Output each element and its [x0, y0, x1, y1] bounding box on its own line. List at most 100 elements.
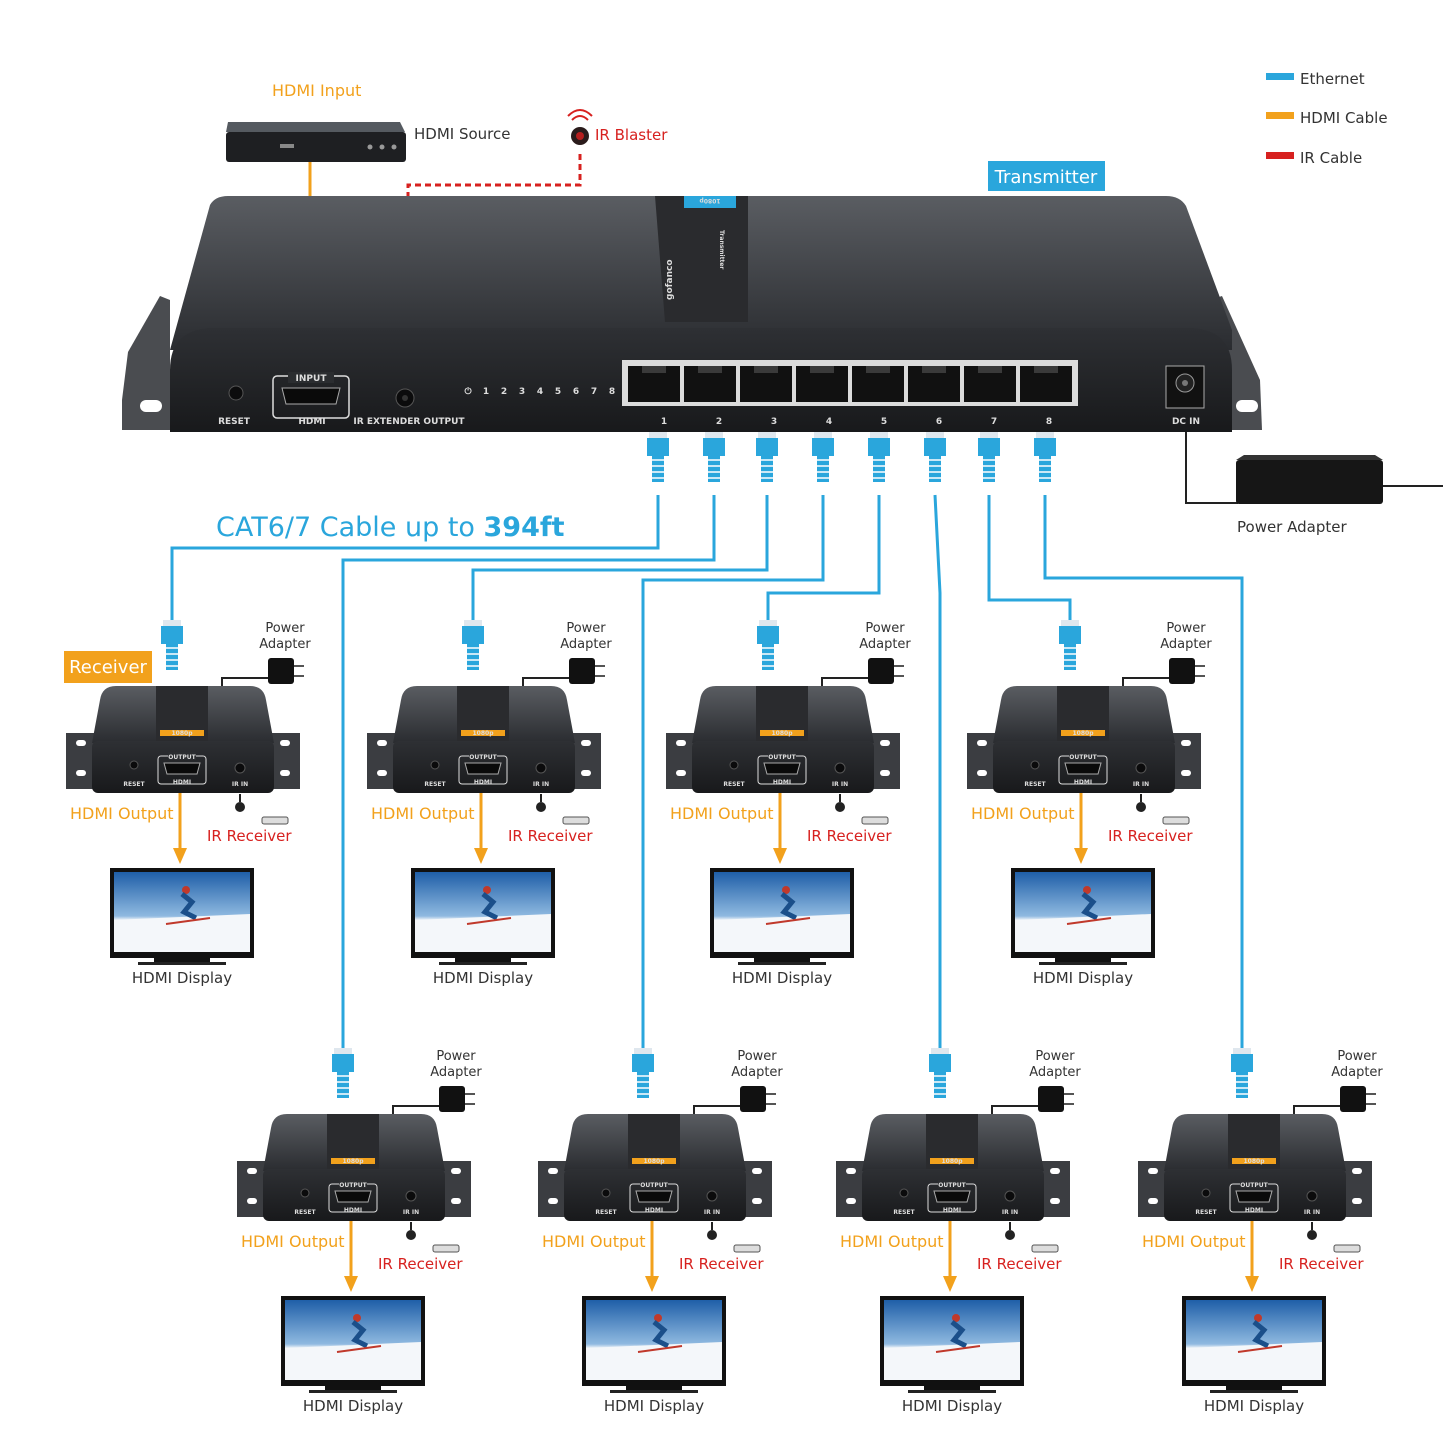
rj45-plug-body — [868, 438, 890, 456]
rj45-plug-tip — [931, 1048, 949, 1054]
transmitter-badge — [988, 161, 1105, 191]
ethernet-cable-4 — [641, 495, 825, 1050]
receiver-reset-label: RESET — [424, 781, 446, 788]
receiver-power-adapter — [439, 1086, 465, 1112]
receiver-reset-label: RESET — [1195, 1209, 1217, 1216]
receiver-power-adapter — [569, 658, 595, 684]
receiver-ridge — [156, 686, 208, 743]
left-mount-ear — [122, 296, 170, 430]
remote-icon — [1162, 816, 1190, 825]
rj45-plug-body — [332, 1054, 354, 1072]
rj45-plug-body — [812, 438, 834, 456]
cable-note: CAT6/7 Cable up to 394ft — [216, 512, 565, 543]
remote-icon — [1031, 1244, 1059, 1253]
rj45-plug-boot — [1064, 644, 1076, 670]
rj45-plug-boot — [1039, 456, 1051, 482]
receiver-power-adapter — [740, 1086, 766, 1112]
receiver-model: 1080p — [172, 730, 194, 737]
receiver-hdmi-output-label: HDMI Output — [670, 804, 774, 823]
rj45-plug-body — [1059, 626, 1081, 644]
port-label: 2 — [716, 417, 722, 427]
port-label: 6 — [936, 417, 942, 427]
ir-receiver-icon — [707, 1230, 717, 1240]
ir-receiver-icon — [1005, 1230, 1015, 1240]
transmitter-reset-button — [228, 385, 244, 401]
receiver-output-label: OUTPUT — [938, 1182, 966, 1189]
hdmi-input-label: HDMI Input — [272, 81, 361, 100]
receiver-hdmi-label: HDMI — [1245, 1207, 1263, 1214]
receiver-ir-in-label: IR IN — [232, 781, 248, 788]
receiver-hdmi-label: HDMI — [474, 779, 492, 786]
hdmi-display-label: HDMI Display — [303, 1397, 403, 1415]
rj45-port-latch — [754, 366, 778, 373]
receiver-reset-button — [300, 1188, 310, 1198]
receiver-hdmi-port — [334, 1190, 372, 1203]
rj45-plug-tip — [759, 620, 777, 626]
receiver-hdmi-output-label: HDMI Output — [542, 1232, 646, 1251]
hdmi-display-label: HDMI Display — [1204, 1397, 1304, 1415]
receiver-output-label: OUTPUT — [168, 754, 196, 761]
receiver-power-label-1: Power — [1337, 1049, 1377, 1064]
transmitter-led-row: 1 2 3 4 5 6 7 8 — [483, 387, 615, 397]
port-label: 3 — [771, 417, 777, 427]
transmitter-power-adapter: Power Adapter — [1236, 455, 1383, 536]
receiver-ir-in-jack — [535, 762, 547, 774]
receiver-model: 1080p — [1073, 730, 1095, 737]
ethernet-cable-2 — [341, 495, 716, 1050]
skier-figure — [952, 1314, 960, 1322]
receiver-ir-in-jack — [834, 762, 846, 774]
ir-cable — [406, 150, 582, 358]
legend-label-ir: IR Cable — [1300, 149, 1362, 167]
receiver-ir-in-label: IR IN — [832, 781, 848, 788]
transmitter-input-label: INPUT — [296, 374, 328, 384]
receiver-power-label-2: Adapter — [259, 637, 311, 652]
hdmi-display-label: HDMI Display — [732, 969, 832, 987]
receiver-hdmi-arrow — [773, 848, 787, 864]
skier-figure — [1083, 886, 1091, 894]
receiver-ridge — [628, 1114, 680, 1171]
receiver-ir-in-label: IR IN — [1002, 1209, 1018, 1216]
receiver-ir-label: IR Receiver — [207, 827, 292, 845]
rj45-plug-tip — [870, 432, 888, 438]
remote-icon — [562, 816, 590, 825]
rj45-plug-body — [703, 438, 725, 456]
receiver-hdmi-port — [763, 762, 801, 775]
led-label: 3 — [519, 387, 525, 397]
receiver-output-label: OUTPUT — [768, 754, 796, 761]
receiver-model: 1080p — [473, 730, 495, 737]
ethernet-cable-3 — [471, 495, 769, 625]
receiver-hdmi-arrow — [344, 1276, 358, 1292]
ir-blaster: IR Blaster — [567, 109, 668, 145]
port-label: 5 — [881, 417, 887, 427]
receiver-hdmi-label: HDMI — [1074, 779, 1092, 786]
rj45-port-latch — [978, 366, 1002, 373]
power-cable — [1185, 402, 1238, 504]
receiver-ir-in-label: IR IN — [533, 781, 549, 788]
receiver-hdmi-output-label: HDMI Output — [371, 804, 475, 823]
receiver-hdmi-label: HDMI — [645, 1207, 663, 1214]
receiver-hdmi-port — [1064, 762, 1102, 775]
receiver-ridge — [926, 1114, 978, 1171]
rj45-port-latch — [866, 366, 890, 373]
skier-figure — [1254, 1314, 1262, 1322]
remote-icon — [861, 816, 889, 825]
receiver-power-label-1: Power — [566, 621, 606, 636]
rj45-plug-body — [757, 626, 779, 644]
rj45-plug-body — [929, 1054, 951, 1072]
receiver-model: 1080p — [1244, 1158, 1266, 1165]
receiver-power-label-2: Adapter — [430, 1065, 482, 1080]
receiver-ir-label: IR Receiver — [679, 1255, 764, 1273]
rj45-plug-body — [1034, 438, 1056, 456]
receiver-reset-label: RESET — [123, 781, 145, 788]
receiver-ir-label: IR Receiver — [378, 1255, 463, 1273]
receiver-hdmi-port — [635, 1190, 673, 1203]
led-label: 5 — [555, 387, 561, 397]
receiver-hdmi-port — [163, 762, 201, 775]
rj45-plug-tip — [464, 620, 482, 626]
transmitter-rj45-plugs — [647, 432, 1056, 482]
transmitter-badge-text: Transmitter — [994, 167, 1098, 188]
receiver-ridge — [1228, 1114, 1280, 1171]
